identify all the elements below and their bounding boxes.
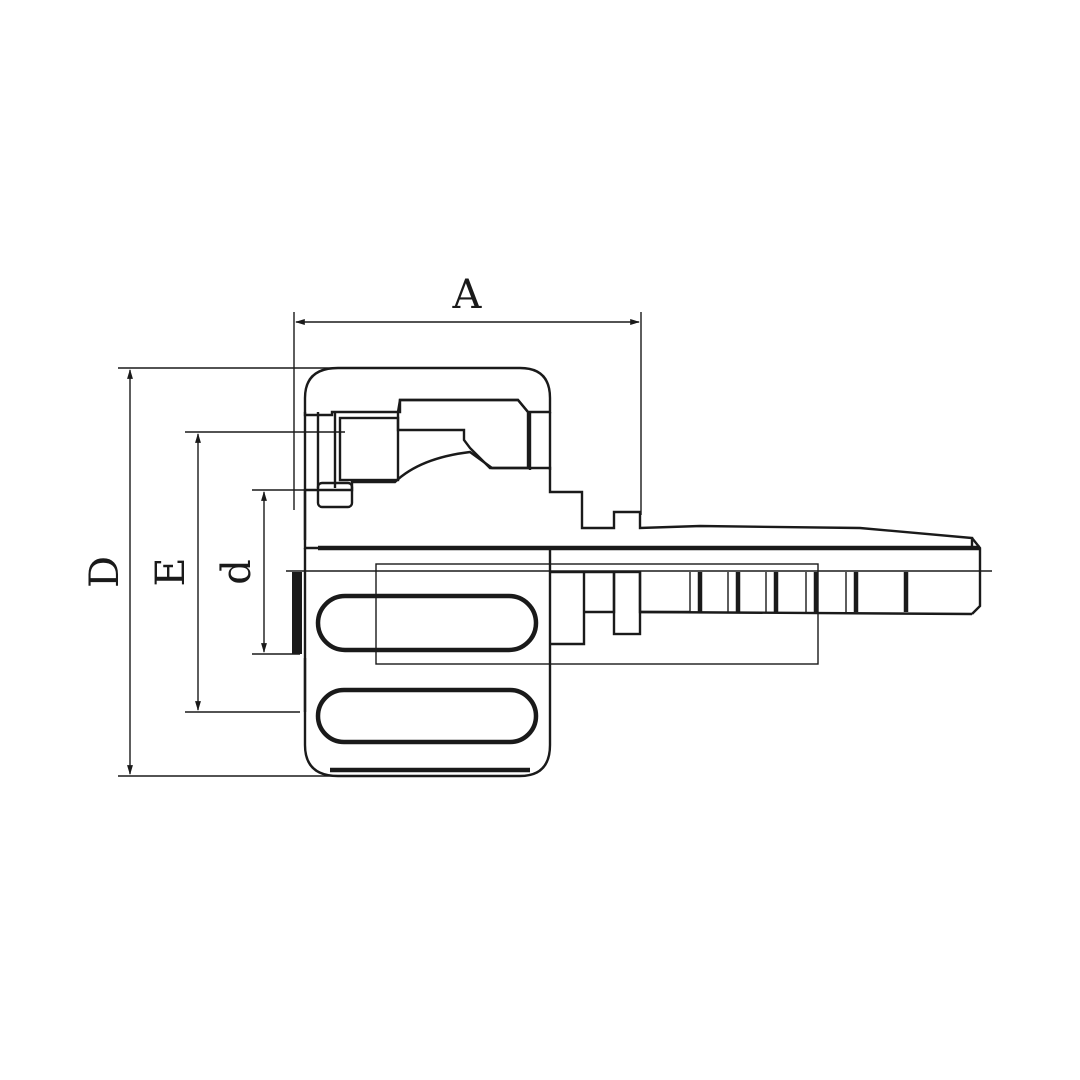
wrench-slot-upper [315, 593, 539, 653]
shank [638, 572, 690, 614]
nut-flange [396, 398, 530, 470]
dimension-a: A [293, 272, 642, 515]
nut-shell [303, 366, 552, 417]
dimension-d-small: d [214, 489, 320, 655]
nut-exterior [303, 548, 552, 778]
dim-e-label: E [148, 557, 194, 586]
collar-ring [612, 570, 642, 636]
wrench-slot-lower [315, 687, 539, 745]
nut-cavity [338, 416, 400, 482]
body-step [550, 570, 586, 646]
dim-d-small-label: d [214, 559, 260, 585]
flange-rim [292, 572, 302, 654]
dim-d-label: D [82, 556, 128, 588]
exterior-view [292, 548, 973, 778]
collar [584, 570, 616, 614]
nipple-bottom [639, 610, 973, 616]
fitting-body-section [303, 450, 974, 550]
section-view [303, 366, 982, 615]
o-ring-seal [316, 481, 354, 509]
nipple-tip [971, 537, 982, 615]
dimension-d: D [82, 367, 345, 777]
dim-a-label: A [452, 272, 483, 318]
